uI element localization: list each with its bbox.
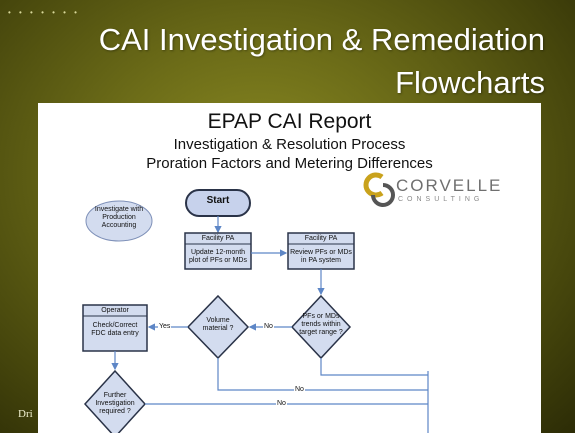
flowchart-graphics — [82, 172, 429, 433]
operator-box — [82, 304, 148, 352]
no-label-trends: No — [263, 323, 274, 331]
investigate-note-shape — [85, 200, 153, 242]
decision-trends-text: PFs or MDs trends within target range ? — [299, 313, 343, 336]
slide-title-line-2: Flowcharts — [395, 65, 545, 100]
report-image: EPAP CAI Report Investigation & Resoluti… — [38, 103, 541, 433]
no-label-volume: No — [294, 386, 305, 394]
decision-further-text: Further Investigation required ? — [95, 392, 135, 415]
investigate-note-text: Investigate with Production Accounting — [94, 206, 144, 229]
slide-decoration-dots: • • • • • • • — [8, 8, 80, 17]
facility-pa-2-body: Review PFs or MDs in PA system — [290, 249, 352, 264]
logo-tagline: CONSULTING — [398, 196, 484, 203]
no-label-further: No — [276, 400, 287, 408]
report-subtitle-2: Proration Factors and Metering Differenc… — [146, 155, 433, 172]
operator-body: Check/Correct FDC data entry — [91, 322, 139, 337]
logo-name: CORVELLE — [396, 176, 503, 195]
facility-pa-1-body: Update 12-month plot of PFs or MDs — [189, 249, 247, 264]
facility-pa-1-header: Facility PA — [201, 235, 235, 242]
yes-label: Yes — [158, 323, 172, 331]
corvelle-logo-icon — [363, 172, 395, 207]
operator-header: Operator — [101, 307, 129, 314]
facility-pa-1-box — [184, 232, 252, 270]
start-label: Start — [206, 195, 230, 206]
decision-volume-text: Volume material ? — [202, 317, 234, 332]
slide-title: CAI Investigation & Remediation Flowchar… — [25, 18, 545, 104]
facility-pa-2-box — [287, 232, 355, 270]
facility-pa-2-header: Facility PA — [304, 235, 338, 242]
footer-text: Dri — [18, 408, 33, 420]
decision-further-diamond — [83, 369, 147, 433]
slide-title-line-1: CAI Investigation & Remediation — [98, 22, 545, 57]
report-subtitle-1: Investigation & Resolution Process — [173, 136, 406, 153]
report-title: EPAP CAI Report — [207, 110, 372, 133]
